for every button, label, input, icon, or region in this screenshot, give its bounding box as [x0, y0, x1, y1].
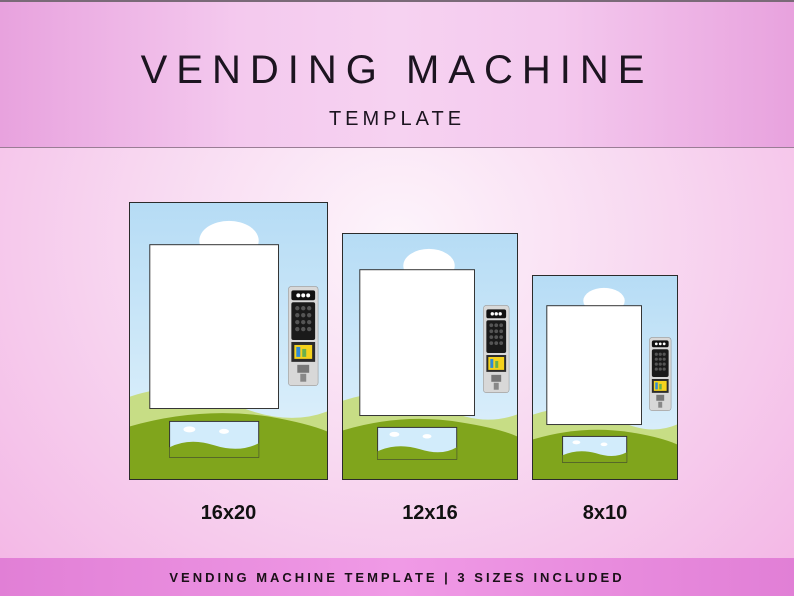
vending-machine-illustration — [533, 276, 677, 479]
header-banner: VENDING MACHINE TEMPLATE — [0, 0, 794, 148]
keypad-panel — [288, 286, 319, 386]
page-subtitle: TEMPLATE — [328, 108, 466, 130]
pickup-slot — [562, 435, 628, 463]
vending-machine-illustration — [343, 234, 517, 479]
vending-machine-8x10 — [532, 275, 678, 480]
pickup-slot — [169, 420, 260, 458]
size-label-12x16: 12x16 — [402, 502, 458, 524]
footer-text: VENDING MACHINE TEMPLATE | 3 SIZES INCLU… — [169, 570, 625, 585]
size-label-8x10: 8x10 — [582, 502, 628, 524]
footer-banner: VENDING MACHINE TEMPLATE | 3 SIZES INCLU… — [0, 558, 794, 596]
pickup-slot — [377, 426, 458, 460]
product-window — [359, 269, 475, 417]
keypad-panel — [649, 337, 672, 411]
size-label-16x20: 16x20 — [200, 502, 257, 524]
vending-machine-illustration — [130, 203, 327, 479]
page-title: VENDING MACHINE — [140, 48, 654, 92]
product-window — [149, 244, 279, 410]
keypad-panel — [483, 305, 510, 394]
vending-machine-12x16 — [342, 233, 518, 480]
product-window — [546, 305, 642, 426]
vending-machine-16x20 — [129, 202, 328, 480]
